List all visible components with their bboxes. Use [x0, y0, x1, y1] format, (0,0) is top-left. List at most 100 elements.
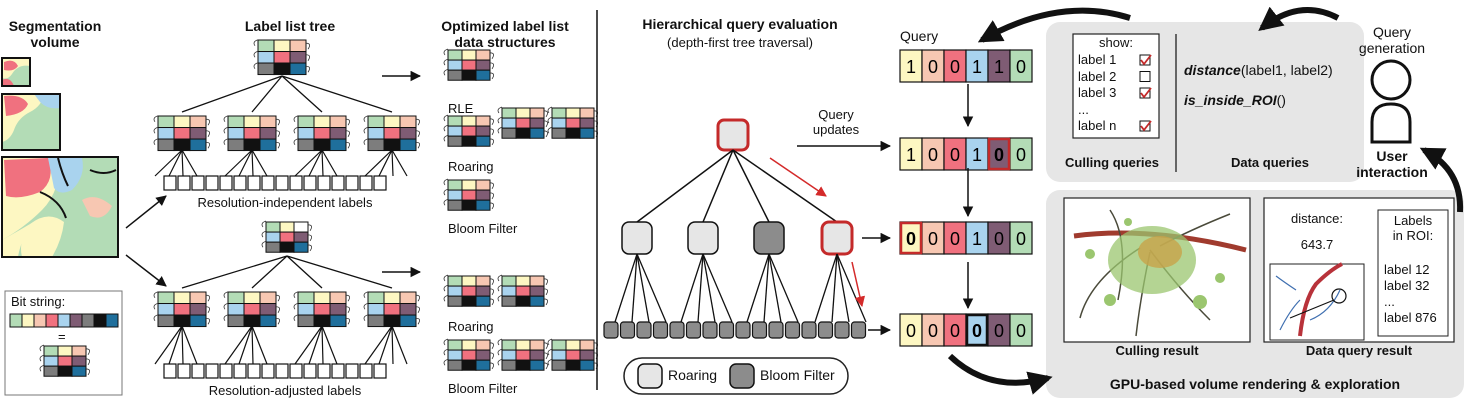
list-cell [313, 138, 331, 152]
label-roaring-top: Roaring [448, 159, 494, 174]
list-cell [227, 138, 245, 152]
culling-queries-label: Culling queries [1065, 155, 1159, 170]
list-cell [71, 345, 87, 357]
list-link [443, 338, 494, 350]
list-cell [313, 314, 331, 328]
list-link [443, 284, 494, 296]
list-cell [329, 303, 347, 316]
tree-edge [281, 75, 393, 113]
list-cell [189, 291, 207, 305]
list-cell [475, 339, 491, 351]
distance-args: (label1, label2) [1240, 62, 1333, 78]
list-cell [259, 303, 277, 316]
list-link [497, 116, 548, 128]
query-tree-edge [702, 253, 716, 323]
query-tree-edge [814, 253, 838, 323]
tree-edge [294, 325, 323, 365]
list-cell [461, 285, 477, 297]
traversal-arrow-1 [769, 157, 827, 197]
caption-independent: Resolution-independent labels [197, 195, 373, 210]
list-cell [447, 69, 463, 81]
list-cell [461, 179, 477, 191]
segmentation-title-line1: Segmentation [8, 18, 102, 34]
list-cell [329, 291, 347, 305]
list-cell [173, 127, 191, 140]
list-link [293, 314, 350, 325]
list-link [293, 302, 350, 313]
list-cell [501, 349, 517, 361]
list-cell [227, 291, 245, 305]
leaf-label-box [331, 175, 345, 191]
list-link [261, 220, 312, 232]
seg-volume-large [1, 156, 119, 258]
list-cell [461, 199, 477, 211]
list-cell [475, 179, 491, 191]
tree-top-node [223, 115, 280, 152]
label-roaring-bottom: Roaring [448, 319, 494, 334]
list-cell [243, 303, 261, 316]
list-cell [173, 314, 191, 328]
user-interaction-line2: interaction [1356, 164, 1428, 181]
distance-label: distance: [1290, 211, 1344, 226]
tree-edge [238, 325, 253, 365]
distance-value: 643.7 [1300, 237, 1334, 252]
list-cell [447, 189, 463, 201]
list-cell [57, 365, 73, 377]
query-leaf-node [702, 321, 718, 339]
list-cell [501, 117, 517, 129]
optimized-title-line2: data structures [454, 34, 556, 51]
bitstring-cell [9, 313, 23, 328]
tree-edge [251, 75, 283, 113]
list-cell [461, 135, 477, 147]
list-link [443, 274, 494, 286]
checkmark-icon [1140, 54, 1152, 66]
leaf-label-box [163, 363, 177, 379]
list-cell [579, 359, 595, 371]
list-cell [529, 107, 545, 119]
query-bit-value: 0 [1016, 145, 1026, 165]
list-cell [43, 345, 59, 357]
query-mid-node [621, 221, 653, 255]
list-cell [243, 291, 261, 305]
list-cell [157, 291, 175, 305]
list-cell [173, 291, 191, 305]
culling-result-label: Culling result [1115, 343, 1199, 358]
list-cell [57, 355, 73, 367]
leaf-label-box [317, 363, 331, 379]
query-bit-value: 0 [1016, 57, 1026, 77]
query-mid-node [820, 220, 854, 256]
list-cell [579, 349, 595, 361]
list-cell [551, 349, 567, 361]
query-tree-edge [636, 253, 650, 323]
hierarchical-subtitle: (depth-first tree traversal) [667, 35, 813, 50]
tree-edge [224, 325, 253, 365]
query-tree-edge [768, 253, 799, 323]
tree-edge [321, 325, 338, 365]
list-cell [259, 127, 277, 140]
arrow-to-adjusted [125, 254, 167, 287]
bloom-bottom-c [547, 338, 598, 371]
query-leaf-node [801, 321, 817, 339]
list-link [497, 106, 548, 118]
query-leaf-node [850, 321, 867, 339]
curve-arrow-to-render [947, 353, 1053, 395]
query-leaf-node [751, 321, 768, 339]
list-cell [475, 189, 491, 201]
query-mid-node [687, 221, 719, 255]
checkmark-icon [1140, 120, 1152, 132]
list-cell [501, 275, 517, 287]
tree-edge [251, 149, 254, 177]
query-bit-value: 1 [906, 145, 916, 165]
query-bit-value: 1 [994, 57, 1004, 77]
tree-edge [238, 149, 253, 177]
leaf-label-box [247, 175, 261, 191]
list-cell [367, 314, 385, 328]
list-cell [447, 59, 463, 71]
bitstring-cell [57, 313, 71, 328]
list-cell [565, 359, 581, 371]
list-cell [43, 365, 59, 377]
leaf-label-box [359, 363, 373, 379]
list-cell [475, 59, 491, 71]
seg-volume-medium [1, 93, 61, 151]
bitstring-cells [9, 313, 119, 328]
